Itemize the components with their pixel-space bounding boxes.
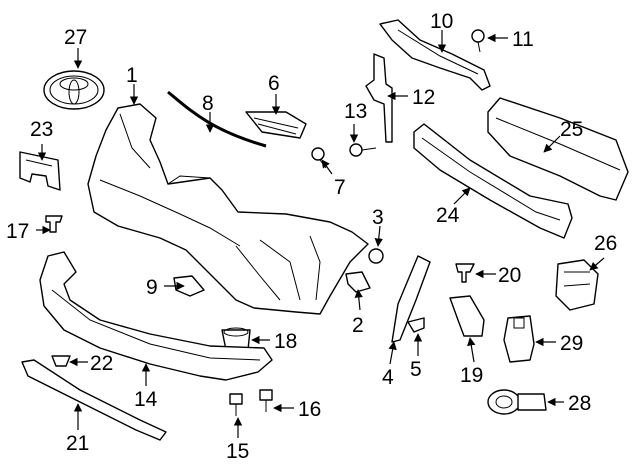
part-21-lower-strip[interactable] bbox=[21, 359, 167, 441]
callout-15: 15 bbox=[226, 440, 249, 463]
part-13-bolt[interactable] bbox=[349, 143, 377, 157]
part-23-bracket[interactable] bbox=[19, 151, 61, 191]
callout-27: 27 bbox=[64, 26, 87, 49]
callout-20: 20 bbox=[498, 264, 521, 287]
callout-4: 4 bbox=[382, 366, 394, 389]
part-28-parking-sensor[interactable] bbox=[487, 389, 547, 415]
part-20-clip[interactable] bbox=[455, 263, 475, 283]
part-26-bracket[interactable] bbox=[555, 259, 599, 311]
callout-24: 24 bbox=[436, 204, 460, 227]
part-12-bracket[interactable] bbox=[365, 53, 393, 143]
callout-18: 18 bbox=[274, 330, 297, 353]
callout-7: 7 bbox=[334, 176, 346, 199]
leader-lines bbox=[36, 30, 605, 438]
part-16-bolt[interactable] bbox=[259, 389, 273, 412]
callout-5: 5 bbox=[410, 358, 422, 381]
callout-29: 29 bbox=[560, 332, 583, 355]
callout-17: 17 bbox=[6, 220, 29, 243]
part-27-emblem[interactable] bbox=[43, 70, 105, 110]
callout-12: 12 bbox=[412, 86, 435, 109]
callout-9: 9 bbox=[146, 276, 158, 299]
part-10-support[interactable] bbox=[379, 19, 491, 91]
callout-25: 25 bbox=[560, 118, 583, 141]
part-9-reflector[interactable] bbox=[173, 275, 205, 297]
part-25-absorber[interactable] bbox=[487, 97, 629, 201]
part-8-molding[interactable] bbox=[167, 90, 267, 148]
part-22-clip[interactable] bbox=[51, 355, 71, 367]
part-6-grille-insert[interactable] bbox=[245, 111, 307, 139]
callout-6: 6 bbox=[268, 72, 280, 95]
part-24-reinforcement[interactable] bbox=[413, 123, 573, 239]
callout-11: 11 bbox=[512, 28, 534, 51]
part-5-clip[interactable] bbox=[407, 317, 425, 333]
part-11-screw[interactable] bbox=[471, 29, 485, 53]
part-14-lower-spoiler[interactable] bbox=[39, 251, 273, 381]
callout-1: 1 bbox=[126, 64, 138, 87]
callout-16: 16 bbox=[298, 398, 321, 421]
callout-22: 22 bbox=[90, 352, 113, 375]
callout-3: 3 bbox=[372, 206, 384, 229]
callout-21: 21 bbox=[66, 432, 89, 455]
part-19-bracket[interactable] bbox=[449, 295, 485, 337]
part-1-bumper-cover[interactable] bbox=[87, 103, 369, 315]
callout-28: 28 bbox=[568, 392, 591, 415]
callout-10: 10 bbox=[430, 10, 453, 33]
callout-23: 23 bbox=[30, 118, 53, 141]
callout-26: 26 bbox=[594, 232, 617, 255]
callout-8: 8 bbox=[202, 92, 214, 115]
part-3-screw[interactable] bbox=[368, 248, 384, 264]
callout-13: 13 bbox=[344, 100, 367, 123]
callout-19: 19 bbox=[460, 364, 483, 387]
part-29-sensor-retainer[interactable] bbox=[503, 315, 535, 363]
part-2-clip[interactable] bbox=[345, 271, 371, 293]
callout-labels: 1 2 3 4 5 6 7 8 9 10 11 12 13 14 15 16 1… bbox=[6, 10, 617, 463]
callout-2: 2 bbox=[352, 314, 364, 337]
part-15-bolt[interactable] bbox=[229, 393, 243, 416]
part-7-bolt[interactable] bbox=[311, 147, 327, 169]
part-4-side-strip[interactable] bbox=[391, 255, 431, 343]
callout-14: 14 bbox=[134, 388, 158, 411]
